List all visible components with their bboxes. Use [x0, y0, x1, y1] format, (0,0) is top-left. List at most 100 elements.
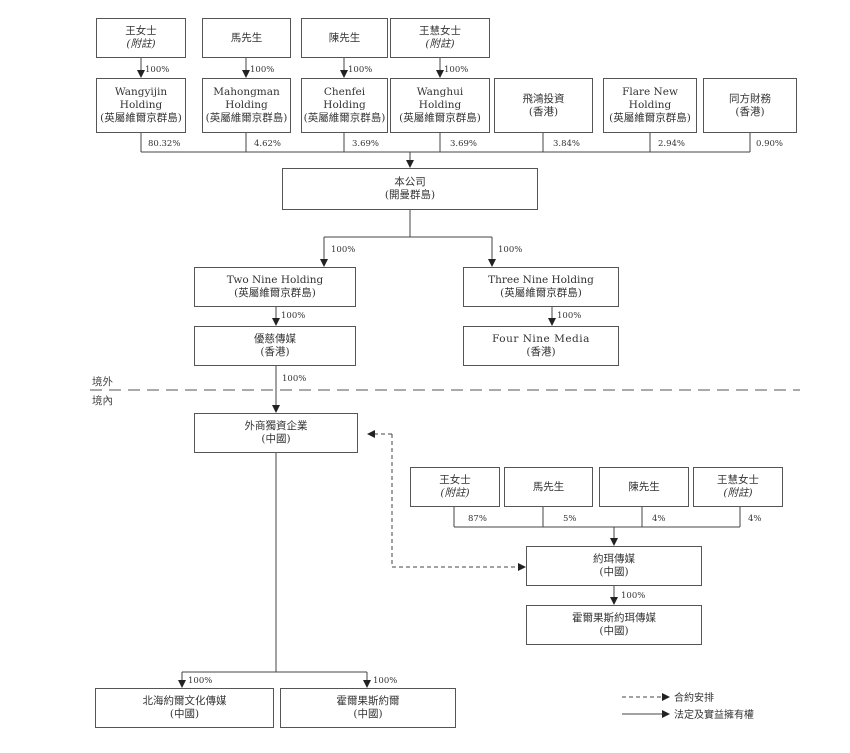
legend-contractual: 合約安排: [622, 689, 714, 704]
pct-label: 80.32%: [148, 139, 181, 149]
holding-box-wangyijin: Wangyijin Holding (英屬維爾京群島): [96, 78, 186, 133]
owner-note: (附註): [425, 38, 455, 50]
solid-arrow-icon: [622, 709, 670, 718]
yuer-media-box: 約珥傳媒 (中國): [526, 546, 702, 586]
owner-box-chen: 陳先生: [301, 18, 388, 58]
jurisdiction: (香港): [735, 105, 765, 118]
right-owner-box-ma: 馬先生: [504, 467, 593, 507]
pct-label: 5%: [563, 514, 577, 524]
holding-box-tongfang: 同方財務 (香港): [703, 78, 797, 133]
pct-label: 100%: [373, 676, 398, 686]
jurisdiction: (香港): [528, 105, 559, 118]
holding-box-mahongman: Mahongman Holding (英屬維爾京群島): [202, 78, 291, 133]
entity-name: Three Nine Holding: [488, 274, 594, 286]
entity-name: Four Nine Media: [492, 333, 590, 345]
holding-name: Holding: [628, 99, 672, 111]
entity-name: 霍爾果斯約爾: [336, 695, 400, 707]
owner-box-ma: 馬先生: [202, 18, 291, 58]
right-owner-box-chen: 陳先生: [599, 467, 689, 507]
holding-name: Holding: [323, 99, 366, 111]
holding-name: 飛鴻投資: [522, 92, 565, 105]
jurisdiction: (英屬維爾京群島): [609, 112, 691, 124]
jurisdiction: (中國): [261, 433, 291, 445]
pct-label: 100%: [281, 311, 306, 321]
jurisdiction: (香港): [526, 346, 556, 358]
pct-label: 100%: [498, 245, 523, 255]
right-owner-box-wang-nvshi: 王女士 (附註): [410, 467, 500, 507]
holding-box-wanghui: Wanghui Holding (英屬維爾京群島): [390, 78, 490, 133]
holding-name: Wangyijin: [114, 86, 168, 98]
owner-name: 王女士: [125, 25, 157, 37]
owner-name: 陳先生: [328, 31, 361, 44]
jurisdiction: (中國): [599, 566, 629, 578]
pct-label: 100%: [444, 65, 469, 75]
pct-label: 100%: [331, 245, 356, 255]
jurisdiction: (開曼群島): [384, 189, 436, 201]
horgos-yueer-box: 霍爾果斯約爾 (中國): [280, 688, 456, 728]
pct-label: 100%: [621, 591, 646, 601]
owner-name: 王慧女士: [419, 25, 461, 37]
holding-name: Holding: [418, 99, 462, 111]
pct-label: 4%: [652, 514, 666, 524]
wfoe-box: 外商獨資企業 (中國): [194, 413, 358, 453]
holding-box-feihong: 飛鴻投資 (香港): [494, 78, 593, 133]
company-name: 本公司: [394, 176, 426, 188]
entity-name: 外商獨資企業: [244, 420, 308, 432]
pct-label: 87%: [468, 514, 487, 524]
holding-name: Flare New: [622, 86, 678, 98]
pct-label: 2.94%: [658, 139, 686, 149]
pct-label: 4.62%: [254, 139, 282, 149]
jurisdiction: (中國): [169, 708, 200, 720]
jurisdiction: (英屬維爾京群島): [234, 287, 316, 299]
right-owner-box-wang-hui: 王慧女士 (附註): [693, 467, 783, 507]
pct-label: 4%: [748, 514, 762, 524]
entity-name: 優慈傳媒: [254, 333, 296, 345]
three-nine-holding-box: Three Nine Holding (英屬維爾京群島): [463, 267, 619, 307]
owner-name: 王女士: [439, 474, 471, 486]
holding-name: Chenfei: [323, 86, 366, 98]
jurisdiction: (英屬維爾京群島): [100, 112, 182, 124]
holding-box-chenfei: Chenfei Holding (英屬維爾京群島): [301, 78, 388, 133]
legend-label: 合約安排: [674, 693, 714, 704]
offshore-label: 境外: [92, 376, 113, 388]
holding-name: Holding: [119, 99, 163, 111]
entity-name: 約珥傳媒: [593, 553, 635, 565]
pct-label: 3.69%: [352, 139, 380, 149]
jurisdiction: (中國): [599, 625, 629, 637]
owner-name: 王慧女士: [717, 474, 759, 486]
four-nine-media-box: Four Nine Media (香港): [463, 326, 619, 366]
holding-name: Wanghui: [416, 86, 464, 98]
jurisdiction: (香港): [260, 346, 290, 358]
pct-label: 100%: [250, 65, 275, 75]
entity-name: Two Nine Holding: [226, 274, 324, 286]
owner-note: (附註): [723, 487, 753, 499]
owner-name: 陳先生: [628, 480, 660, 493]
two-nine-holding-box: Two Nine Holding (英屬維爾京群島): [194, 267, 356, 307]
jurisdiction: (中國): [353, 708, 383, 720]
owner-note: (附註): [126, 38, 156, 50]
owner-box-wang-nvshi: 王女士 (附註): [96, 18, 186, 58]
legend-legal-ownership: 法定及實益擁有權: [622, 706, 754, 721]
pct-label: 3.69%: [450, 139, 478, 149]
pct-label: 3.84%: [553, 139, 581, 149]
entity-name: 霍爾果斯約珥傳媒: [572, 612, 656, 624]
holding-name: Mahongman: [213, 86, 280, 98]
owner-name: 馬先生: [532, 480, 565, 493]
pct-label: 100%: [145, 65, 170, 75]
pct-label: 0.90%: [756, 139, 784, 149]
holding-name: 同方財務: [729, 92, 771, 105]
pct-label: 100%: [557, 311, 582, 321]
holding-box-flare-new: Flare New Holding (英屬維爾京群島): [603, 78, 697, 133]
owner-note: (附註): [440, 487, 470, 499]
legend-label: 法定及實益擁有權: [674, 710, 754, 721]
jurisdiction: (英屬維爾京群島): [303, 112, 386, 124]
pct-label: 100%: [348, 65, 373, 75]
owner-name: 馬先生: [230, 31, 263, 44]
beihai-media-box: 北海約爾文化傳媒 (中國): [95, 688, 274, 728]
jurisdiction: (英屬維爾京群島): [399, 112, 481, 124]
holding-name: Holding: [225, 99, 268, 111]
company-box: 本公司 (開曼群島): [282, 168, 538, 210]
entity-name: 北海約爾文化傳媒: [142, 695, 227, 707]
pct-label: 100%: [188, 676, 213, 686]
